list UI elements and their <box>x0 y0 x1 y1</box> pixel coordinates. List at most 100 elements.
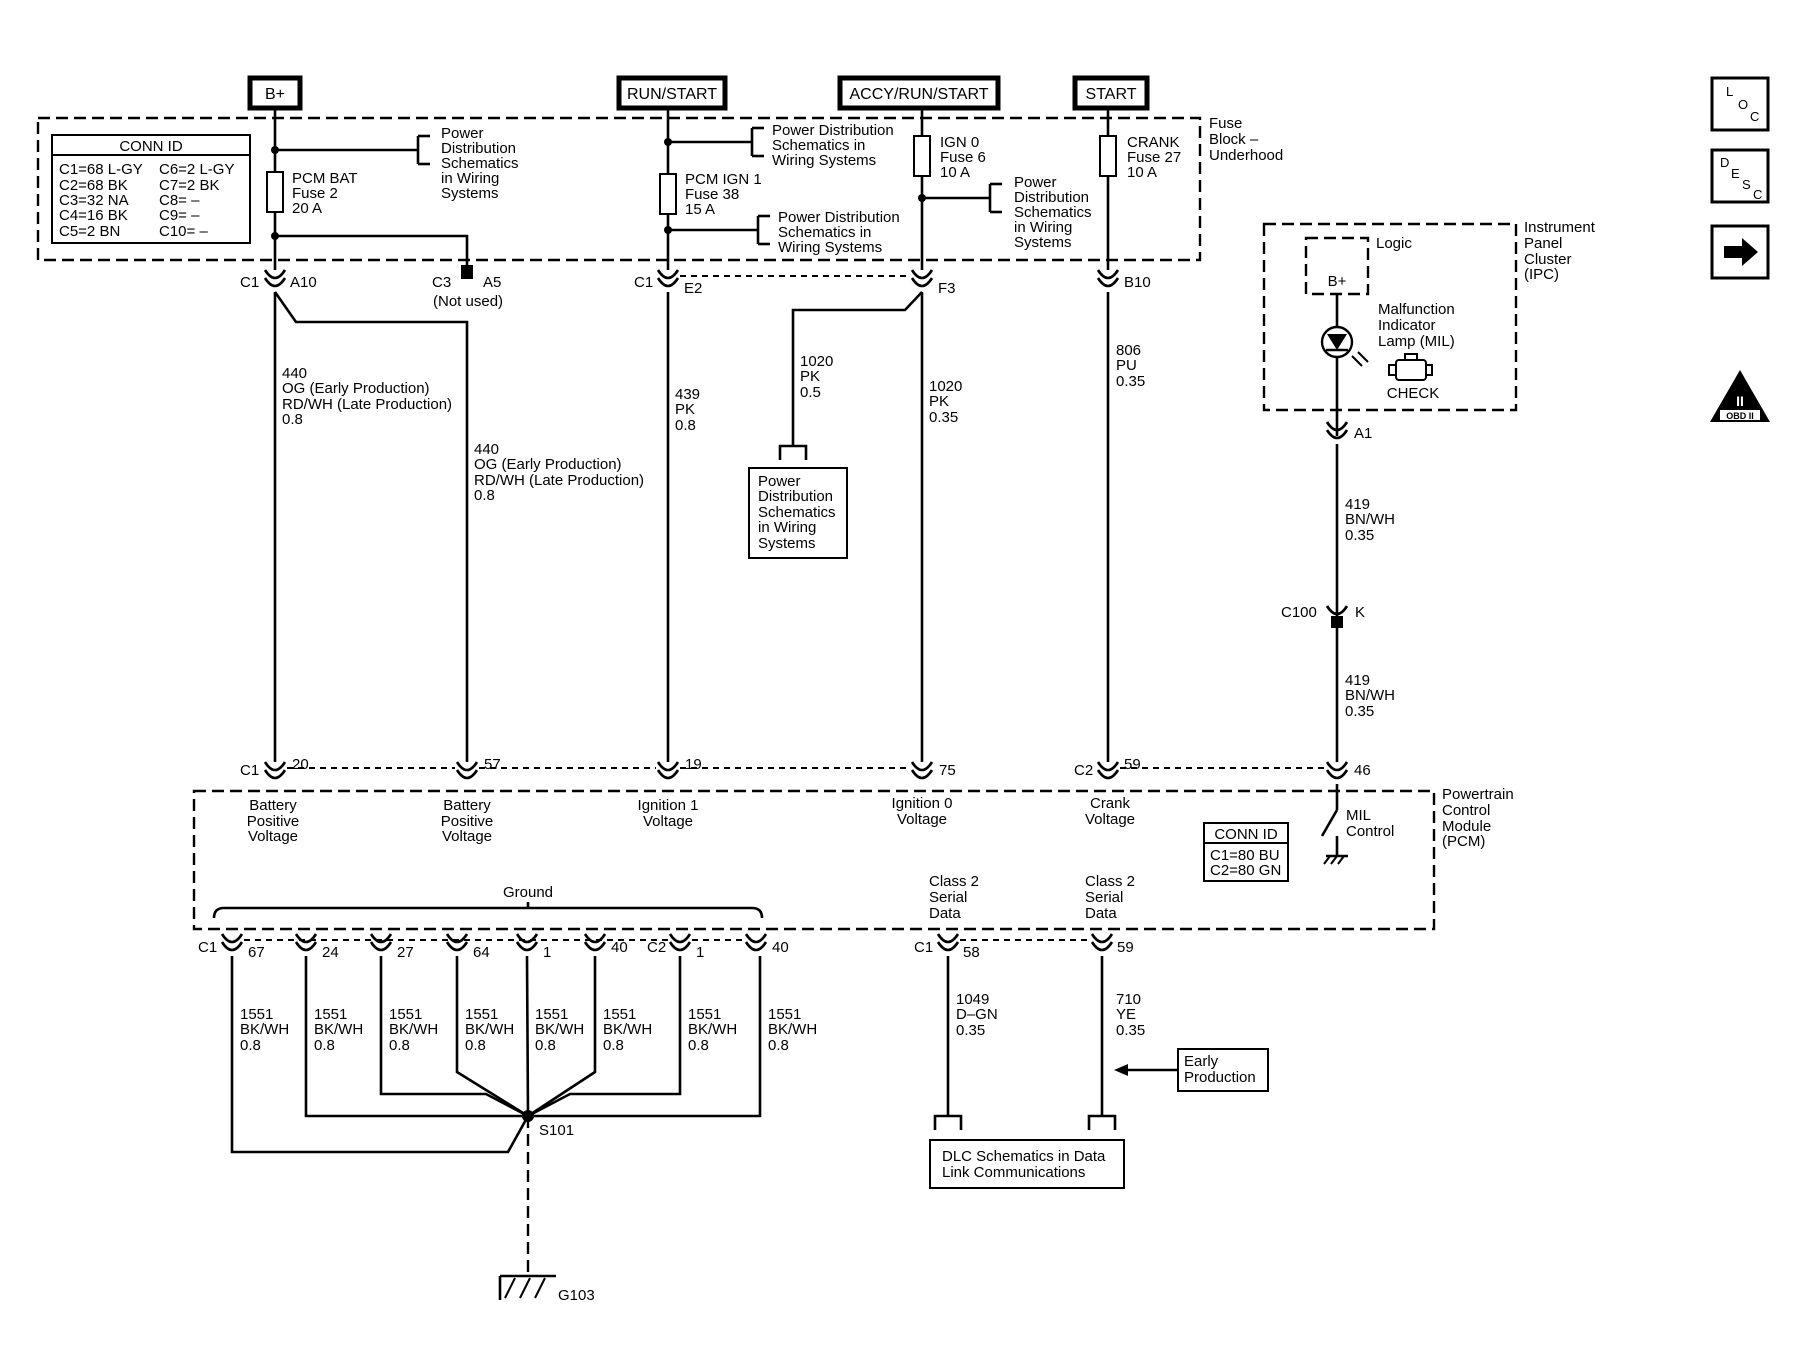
svg-text:C2: C2 <box>1074 762 1093 779</box>
svg-text:RD/WH (Late Production): RD/WH (Late Production) <box>474 472 644 489</box>
svg-text:0.8: 0.8 <box>282 411 303 428</box>
svg-text:CRANK: CRANK <box>1127 134 1180 151</box>
svg-text:Systems: Systems <box>441 185 499 202</box>
svg-text:Systems: Systems <box>1014 234 1072 251</box>
fuse-block-label: Fuse Block – Underhood <box>1209 115 1283 164</box>
svg-text:C9= –: C9= – <box>159 207 200 224</box>
svg-text:15 A: 15 A <box>685 201 715 218</box>
desc-nav-button[interactable]: D E S C <box>1710 148 1770 204</box>
svg-text:CONN ID: CONN ID <box>1214 826 1278 843</box>
fuse-ign0 <box>913 135 931 177</box>
ipc-label: Instrument Panel Cluster (IPC) <box>1524 219 1596 283</box>
svg-text:A5: A5 <box>483 274 501 291</box>
svg-text:C3=32 NA: C3=32 NA <box>59 192 129 209</box>
pcm-input-ign1: Ignition 1 Voltage <box>638 797 699 830</box>
pcm-top-connectors <box>263 761 1349 780</box>
svg-text:Battery: Battery <box>443 797 491 814</box>
loc-nav-button[interactable]: L O C <box>1710 76 1770 132</box>
svg-text:C1: C1 <box>634 274 653 291</box>
power-dist-ref-ign0: Power Distribution Schematics in Wiring … <box>1014 174 1092 251</box>
svg-text:58: 58 <box>963 944 980 961</box>
svg-text:0.8: 0.8 <box>675 417 696 434</box>
svg-text:0.8: 0.8 <box>389 1037 410 1054</box>
svg-text:E: E <box>1731 166 1740 181</box>
fuse-block-connector-labels: C1 A10 C3 A5 (Not used) C1 E2 F3 B10 <box>240 274 1151 310</box>
circuit-start <box>1099 108 1117 270</box>
fuse-block-connectors <box>263 265 1120 288</box>
svg-text:Voltage: Voltage <box>643 813 693 830</box>
svg-text:Voltage: Voltage <box>897 811 947 828</box>
wire-710 <box>1087 956 1117 1130</box>
svg-text:START: START <box>1086 86 1137 103</box>
pcm-ground-bracket: Ground <box>212 884 764 919</box>
wire-419-b-label: 419 BN/WH 0.35 <box>1345 672 1395 720</box>
svg-text:0.8: 0.8 <box>240 1037 261 1054</box>
svg-text:Control: Control <box>1442 802 1490 819</box>
svg-text:Early: Early <box>1184 1053 1219 1070</box>
svg-text:40: 40 <box>611 939 628 956</box>
svg-text:Logic: Logic <box>1376 235 1412 252</box>
svg-text:(Not used): (Not used) <box>433 293 503 310</box>
svg-text:PK: PK <box>929 393 949 410</box>
svg-text:Power Distribution: Power Distribution <box>778 209 900 226</box>
dlc-box: DLC Schematics in Data Link Communicatio… <box>929 1139 1125 1189</box>
svg-text:1551: 1551 <box>389 1006 422 1023</box>
svg-text:Serial: Serial <box>929 889 967 906</box>
obd-ii-icon: II OBD II <box>1710 370 1770 422</box>
svg-text:DLC Schematics in Data: DLC Schematics in Data <box>942 1148 1106 1165</box>
svg-text:440: 440 <box>282 365 307 382</box>
svg-text:Block –: Block – <box>1209 131 1259 148</box>
svg-text:C4=16 BK: C4=16 BK <box>59 207 128 224</box>
svg-text:0.8: 0.8 <box>535 1037 556 1054</box>
svg-text:C1: C1 <box>198 939 217 956</box>
svg-text:Fuse 38: Fuse 38 <box>685 186 739 203</box>
svg-text:BK/WH: BK/WH <box>465 1021 514 1038</box>
svg-text:Control: Control <box>1346 823 1394 840</box>
svg-text:MIL: MIL <box>1346 807 1371 824</box>
svg-text:Fuse 2: Fuse 2 <box>292 185 338 202</box>
fuse-block-outline <box>36 116 1202 262</box>
svg-text:Instrument: Instrument <box>1524 219 1596 236</box>
svg-text:Ground: Ground <box>503 884 553 901</box>
pcm-class2-b-label: Class 2 Serial Data <box>1085 873 1135 922</box>
circuit-run-start <box>659 108 770 270</box>
svg-text:Data: Data <box>929 905 961 922</box>
svg-text:BK/WH: BK/WH <box>240 1021 289 1038</box>
pcm-conn-id-table: CONN ID C1=80 BU C2=80 GN <box>1203 822 1289 882</box>
svg-text:C100: C100 <box>1281 604 1317 621</box>
svg-text:II: II <box>1736 393 1744 409</box>
ipc-logic-block: Logic B+ <box>1304 235 1412 296</box>
svg-text:0.35: 0.35 <box>1116 1022 1145 1039</box>
svg-text:1551: 1551 <box>465 1006 498 1023</box>
svg-text:0.35: 0.35 <box>1116 373 1145 390</box>
svg-text:CONN ID: CONN ID <box>119 138 183 155</box>
pcm-top-pin-labels: C1 20 57 19 75 C2 59 46 <box>240 756 1371 779</box>
svg-text:C1=68 L-GY: C1=68 L-GY <box>59 161 143 178</box>
svg-text:1551: 1551 <box>768 1006 801 1023</box>
power-source-run-start: RUN/START <box>616 75 728 111</box>
svg-text:Voltage: Voltage <box>1085 811 1135 828</box>
svg-text:Positive: Positive <box>247 813 300 830</box>
svg-text:C2: C2 <box>647 939 666 956</box>
pcm-outline <box>192 789 1436 931</box>
svg-text:RD/WH (Late Production): RD/WH (Late Production) <box>282 396 452 413</box>
next-arrow-button[interactable] <box>1710 224 1770 280</box>
svg-text:B+: B+ <box>1328 273 1347 290</box>
svg-text:24: 24 <box>322 944 339 961</box>
power-dist-ref-ign1-top: Power Distribution Schematics in Wiring … <box>772 122 894 169</box>
svg-text:in Wiring: in Wiring <box>441 170 499 187</box>
svg-text:0.8: 0.8 <box>768 1037 789 1054</box>
arrow-right-icon <box>1724 238 1758 266</box>
pcm-bottom-pin-labels: C1 67 24 27 64 1 40 C2 1 40 C1 58 59 <box>198 939 1134 961</box>
svg-text:Wiring Systems: Wiring Systems <box>778 239 882 256</box>
mil-label: Malfunction Indicator Lamp (MIL) <box>1378 301 1455 350</box>
svg-text:Schematics in: Schematics in <box>778 224 871 241</box>
svg-text:419: 419 <box>1345 496 1370 513</box>
svg-text:0.8: 0.8 <box>688 1037 709 1054</box>
svg-text:PCM IGN 1: PCM IGN 1 <box>685 171 762 188</box>
svg-text:419: 419 <box>1345 672 1370 689</box>
svg-text:Production: Production <box>1184 1069 1256 1086</box>
svg-text:C2=80 GN: C2=80 GN <box>1210 862 1281 879</box>
svg-text:O: O <box>1738 97 1748 112</box>
